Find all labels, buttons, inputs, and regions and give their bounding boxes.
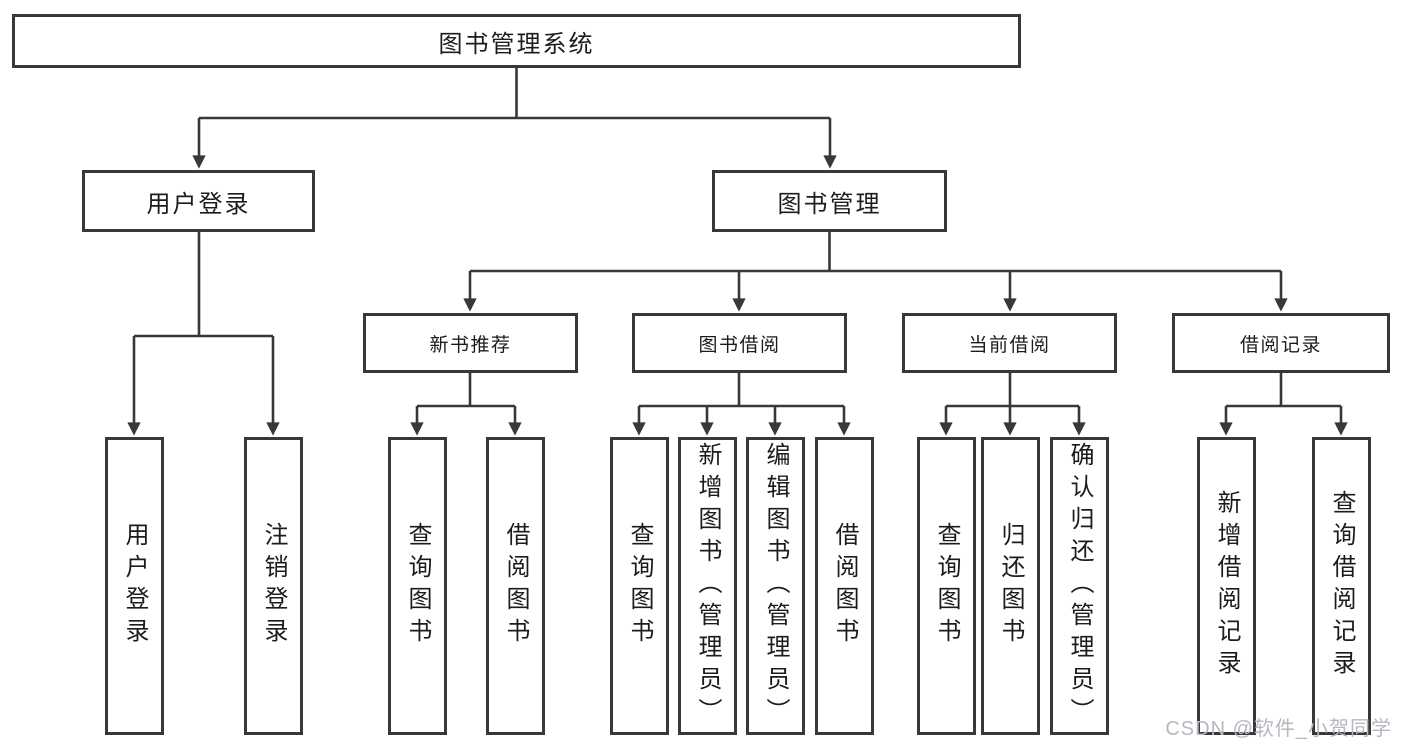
node-br-add-record: 新增借阅记录 (1196, 437, 1256, 735)
node-cb-confirm-return-admin: 确认归还（管理员） (1049, 437, 1109, 735)
connector-root-to-level2 (192, 68, 837, 169)
node-bb-query-books: 查询图书 (609, 437, 669, 735)
node-cb-query-books-label: 查询图书 (933, 522, 960, 650)
node-new-book-recommend-label: 新书推荐 (429, 334, 512, 356)
node-current-borrowing: 当前借阅 (902, 313, 1117, 373)
node-book-borrowing: 图书借阅 (632, 313, 847, 373)
node-cb-return-books-label: 归还图书 (997, 522, 1024, 650)
node-bb-edit-books-admin: 编辑图书（管理员） (745, 437, 805, 735)
node-bb-edit-books-admin-label: 编辑图书（管理员） (762, 442, 789, 730)
node-root-label: 图书管理系统 (438, 30, 595, 58)
connector-book-management-children (463, 232, 1288, 312)
node-book-management: 图书管理 (712, 170, 947, 232)
node-borrowing-records: 借阅记录 (1172, 313, 1390, 373)
node-cb-return-books: 归还图书 (980, 437, 1040, 735)
node-bb-borrow-books: 借阅图书 (814, 437, 874, 735)
node-user-login-label: 用户登录 (146, 190, 251, 218)
node-cb-confirm-return-admin-label: 确认归还（管理员） (1066, 442, 1093, 730)
watermark: CSDN @软件_小贺同学 (1165, 718, 1392, 740)
connector-user-login-children (127, 232, 280, 436)
node-logout: 注销登录 (243, 437, 303, 735)
node-root: 图书管理系统 (12, 14, 1021, 68)
connector-new-book-recommend-children (410, 373, 522, 436)
node-bb-add-books-admin: 新增图书（管理员） (677, 437, 737, 735)
connector-book-borrowing-children (632, 373, 851, 436)
node-logout-label: 注销登录 (260, 522, 287, 650)
node-user-login: 用户登录 (82, 170, 315, 232)
node-book-management-label: 图书管理 (777, 190, 882, 218)
node-current-borrowing-label: 当前借阅 (968, 334, 1051, 356)
node-bb-query-books-label: 查询图书 (626, 522, 653, 650)
node-nb-borrow-books-label: 借阅图书 (502, 522, 529, 650)
node-new-book-recommend: 新书推荐 (363, 313, 578, 373)
node-nb-query-books: 查询图书 (387, 437, 447, 735)
connector-current-borrowing-children (939, 373, 1086, 436)
node-cb-query-books: 查询图书 (916, 437, 976, 735)
node-borrowing-records-label: 借阅记录 (1239, 334, 1322, 356)
node-do-user-login-label: 用户登录 (121, 522, 148, 650)
node-nb-borrow-books: 借阅图书 (485, 437, 545, 735)
node-br-query-record-label: 查询借阅记录 (1328, 490, 1355, 682)
node-br-query-record: 查询借阅记录 (1311, 437, 1371, 735)
node-nb-query-books-label: 查询图书 (404, 522, 431, 650)
node-bb-add-books-admin-label: 新增图书（管理员） (694, 442, 721, 730)
node-br-add-record-label: 新增借阅记录 (1213, 490, 1240, 682)
connector-borrowing-records-children (1219, 373, 1348, 436)
node-bb-borrow-books-label: 借阅图书 (831, 522, 858, 650)
node-book-borrowing-label: 图书借阅 (698, 334, 781, 356)
node-do-user-login: 用户登录 (104, 437, 164, 735)
